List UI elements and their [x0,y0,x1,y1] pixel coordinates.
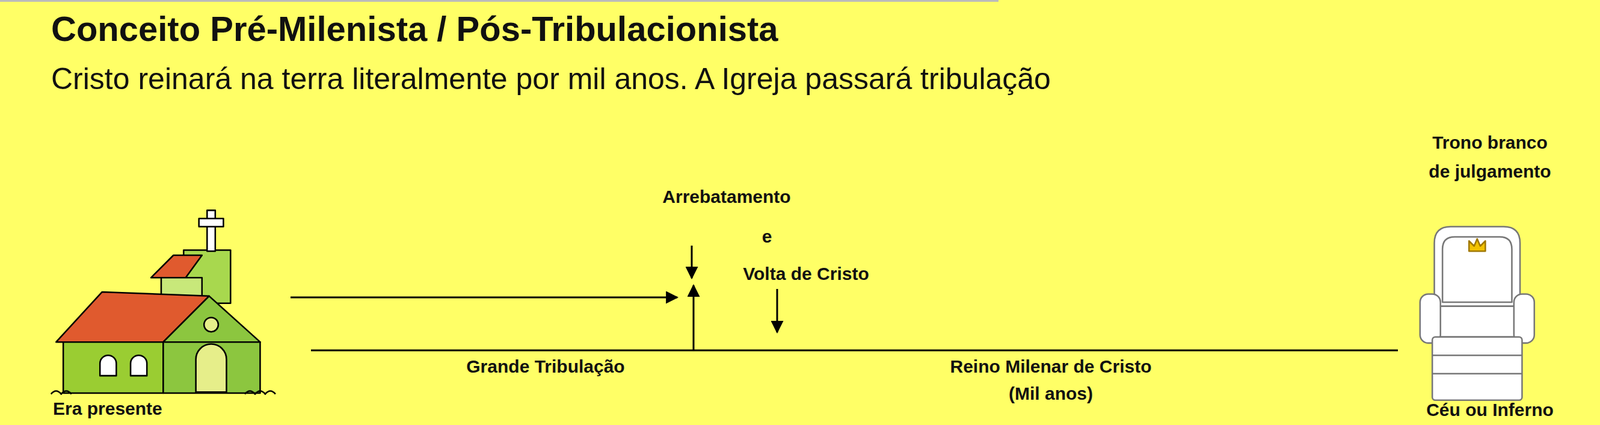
connector-word: e [762,226,773,247]
rapture-down-arrow [691,245,693,278]
church-drawing [51,209,276,394]
subtitle: Cristo reinará na terra literalmente por… [51,62,1051,96]
rapture-up-arrow [692,285,695,351]
throne-label: de julgamento [1428,161,1551,182]
period-duration: (Mil anos) [1008,383,1093,404]
era-arrow [290,296,678,299]
throne-drawing [1420,226,1535,400]
throne-label: Trono branco [1432,132,1548,153]
event-label: Arrebatamento [662,186,791,207]
diagram-title: Conceito Pré-Milenista / Pós-Tribulacion… [51,9,779,49]
era-label: Era presente [52,398,163,419]
period-label: Grande Tribulação [466,356,625,376]
destiny-label: Céu ou Inferno [1426,399,1554,420]
event-label: Volta de Cristo [742,263,869,284]
period-label: Reino Milenar de Cristo [949,356,1152,376]
top-rule [0,0,999,2]
timeline-line [310,349,1398,352]
return-down-arrow [776,288,779,333]
